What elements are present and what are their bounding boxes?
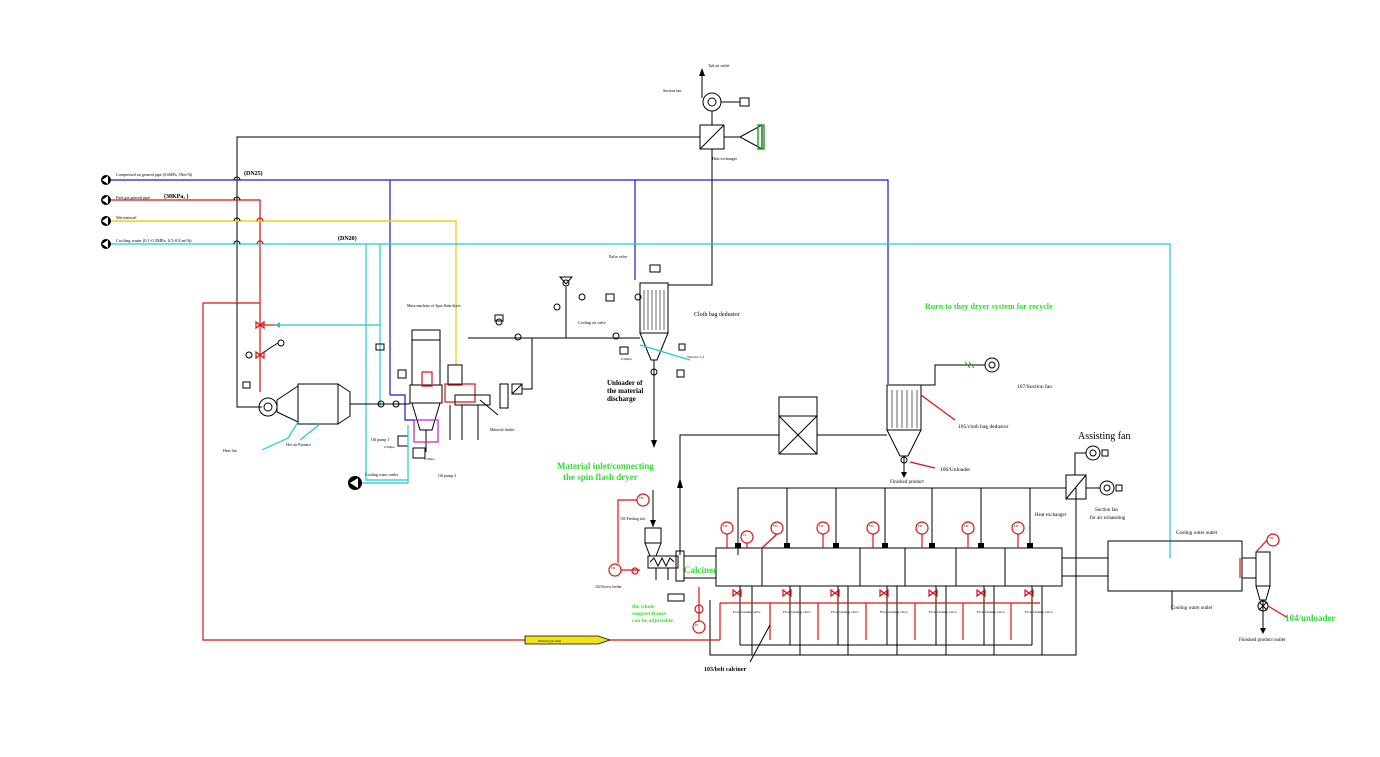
- assisting-fan-label: Assisting fan: [1078, 431, 1131, 442]
- compressed-air-header: [101, 175, 889, 395]
- main-machine-label: Main machine of Spin flash dryer: [407, 303, 462, 308]
- duct-cross-box: [677, 396, 887, 555]
- gas-line-tag-label: Natural gas inlet: [538, 639, 561, 643]
- assisting-fan-group: [737, 445, 1123, 555]
- flow-burning-valve-label-1: Flow burning valve: [733, 610, 761, 614]
- unloader-104-label: 104/unloader: [1285, 613, 1336, 623]
- flow-burning-valve-label-7: Flow burning valve: [1025, 610, 1053, 614]
- gas-line-tag: [524, 635, 720, 645]
- burner-valves: [719, 588, 1040, 640]
- vibrator-label: Vibrator 1-4: [687, 355, 704, 359]
- support-frame-block: [667, 593, 685, 602]
- feeding-silo: [644, 490, 679, 580]
- suction-fan-top-label: Suction fan: [663, 88, 681, 93]
- fuel-gas-pressure-label: (30KPa, ): [164, 193, 188, 200]
- feeding-silo-label: 101/Feeding silo: [620, 517, 646, 521]
- flow-burning-valve-label-3: Flow burning valve: [831, 610, 859, 614]
- exhaust-manifold: [735, 488, 1033, 555]
- top-suction-fan: [699, 68, 750, 125]
- cloth-bag-dedustor-105: [886, 357, 1000, 478]
- heat-fan-label: Heat fan: [223, 448, 237, 453]
- cooling-water-outlet-left: [348, 425, 409, 490]
- tic-label-7: TIC: [918, 524, 923, 528]
- bag-filter-exhaust-duct: [668, 149, 713, 286]
- cloth-bag-105-label: 105/cloth bag dedustor: [958, 424, 1009, 430]
- tic-label-2: TIC: [611, 566, 616, 570]
- hot-air-furnace-label: Hot air Furnace: [286, 442, 311, 447]
- heat-exchanger-top-label: Heat exchanger: [712, 156, 738, 161]
- cooling-water-label: Cooling water (0.1-0.3MPa, 0.5-0.8 m³/h): [116, 238, 192, 244]
- flow-burning-valve-label-6: Flow burning valve: [977, 610, 1005, 614]
- pi-label-1: PI: [695, 623, 698, 627]
- dn20-label: (DN20): [338, 235, 357, 242]
- flow-burning-valve-label-5: Flow burning valve: [929, 610, 957, 614]
- cloth-bag-dedustor-top: [494, 264, 691, 448]
- temperature-controllers: [608, 493, 1280, 634]
- calciner-label: Calciner: [684, 565, 717, 575]
- cooling-water-outlet-left-label: Cooling water outlet: [365, 472, 399, 477]
- belt-calciner-label: 103/belt calciner: [704, 667, 746, 673]
- belt-calciner-leader: [749, 624, 771, 663]
- cooling-air-valve-label: Cooling air valve: [578, 320, 606, 325]
- finished-product-mid-label: Finished product: [890, 480, 924, 485]
- tic-label-6: TIC: [869, 524, 874, 528]
- pulse-valve-label: Pulse valve: [609, 254, 628, 259]
- tic-label-4: TIC: [773, 524, 778, 528]
- cooling-water-outlet-top-label: Cooling water outlet: [1176, 531, 1218, 536]
- burner-row: [709, 488, 1077, 656]
- wet-material-header: [101, 216, 457, 365]
- dn25-label: (DN25): [244, 170, 263, 177]
- cloth-bag-dedustor-label: Cloth bag dedustor: [694, 312, 740, 318]
- material-feeder-label: Material feeder: [490, 427, 515, 432]
- tic-label-8: TIC: [964, 524, 969, 528]
- tic-label-1: TIC: [639, 496, 644, 500]
- unloader-106-label: 106/Unloader: [940, 467, 970, 473]
- tic-label-5: TIC: [819, 524, 824, 528]
- cooling-water-outlet-bottom-label: Cooling water outlet: [1171, 606, 1213, 611]
- fuel-gas-label: Fuel gas general pipe: [116, 195, 150, 200]
- hot-air-furnace: [258, 383, 375, 451]
- tail-air-outlet-label: Tail air outlet: [708, 63, 730, 68]
- oil-pump-2-label: Oil pump 2: [438, 473, 456, 478]
- tic-label-3: TIC: [723, 524, 728, 528]
- fuel-gas-header: [101, 195, 525, 641]
- wet-material-label: Wet material: [116, 215, 137, 220]
- pressure-1-label: 0.5Mpa: [424, 457, 435, 461]
- finished-product-outlet-label: Finished product outlet: [1239, 638, 1286, 643]
- spin-flash-dryer: [375, 329, 533, 459]
- pressure-2-label: 0.5Mpa: [384, 445, 395, 449]
- top-heat-exchanger: [699, 124, 765, 150]
- furnace-gas-train: [245, 320, 380, 360]
- heat-exchanger-right-label: Heat exchanger: [1035, 513, 1067, 518]
- suction-fan-107-label: 107/Suction fan: [1017, 383, 1052, 390]
- flow-burning-valve-label-2: Flow burning valve: [783, 610, 811, 614]
- compressed-air-label: Compressed air general pipe (0.6MPa, 3Nm…: [116, 172, 193, 178]
- flow-burning-valve-label-4: Flow burning valve: [880, 610, 908, 614]
- return-recycle-label: Rurn to they dryer system for recycle: [925, 302, 1053, 311]
- pipe-crossings: [233, 176, 264, 245]
- oil-pump-1-label: Oil pump 1: [371, 437, 389, 442]
- fan-motor: [242, 381, 251, 389]
- tic-label-10: TIC: [1269, 536, 1274, 540]
- tic-label-9: TIC: [1014, 524, 1019, 528]
- ti-label-1: TI: [743, 533, 746, 537]
- screw-feeder-label: 102/Screw feeder: [595, 585, 622, 589]
- exhaust-duct: [236, 136, 700, 408]
- pressure-3-label: 0.5Mpa: [621, 357, 632, 361]
- calciner-tube: [675, 540, 1289, 634]
